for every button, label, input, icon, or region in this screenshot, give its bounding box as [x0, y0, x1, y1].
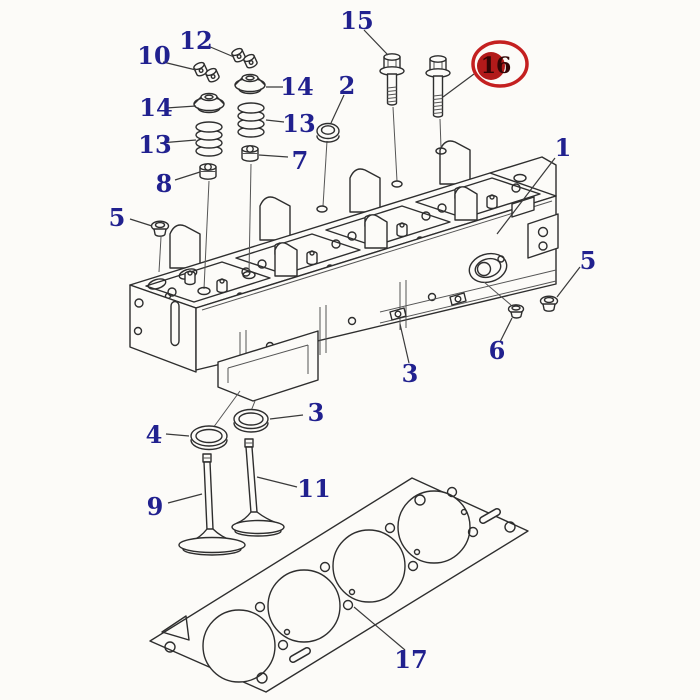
spring-retainer-right [234, 73, 266, 95]
gasket-cylinder-bores [202, 490, 471, 683]
valve-seat-ring-4 [190, 425, 228, 451]
callout-15: 15 [340, 6, 373, 35]
callout-4: 4 [146, 420, 163, 449]
callout-5-right: 5 [580, 246, 597, 275]
rocker-tower [439, 140, 471, 185]
valve-seat-ring-3 [233, 408, 269, 433]
callout-2: 2 [339, 71, 356, 100]
rocker-tower [349, 168, 381, 213]
washer-cup-2 [316, 122, 340, 143]
callout-9: 9 [147, 492, 164, 521]
callout-7: 7 [292, 146, 309, 175]
leader-lines [129, 29, 581, 651]
plug-6 [507, 304, 525, 319]
valve-spring-right [237, 102, 265, 138]
callout-10: 10 [137, 41, 170, 70]
rocker-tower [259, 196, 291, 241]
exhaust-valve-drawing [178, 453, 246, 556]
callout-13-right: 13 [282, 109, 315, 138]
rocker-tower [169, 224, 201, 269]
callout-6: 6 [489, 336, 506, 365]
rocker-tower [274, 242, 298, 277]
intake-valve-drawing [231, 438, 285, 537]
head-bolt-15 [379, 53, 405, 106]
callout-3-upper: 3 [402, 359, 419, 388]
plug-5-right [539, 295, 559, 312]
head-bracket [511, 196, 535, 218]
valve-spring-left [195, 121, 223, 157]
stem-seal-7 [241, 145, 259, 162]
callout-16: 16 [481, 53, 512, 79]
callout-13-left: 13 [138, 130, 171, 159]
plug-5-left [150, 220, 170, 237]
spring-retainer-left [193, 92, 225, 114]
valve-keeper-pair-10 [193, 61, 220, 83]
callout-14-left: 14 [139, 93, 172, 122]
callout-5-left: 5 [109, 203, 126, 232]
callout-8: 8 [156, 169, 173, 198]
highlight-ellipse [471, 40, 529, 88]
callout-3-lower: 3 [308, 398, 325, 427]
gasket-holes [161, 486, 516, 684]
head-gasket-drawing [149, 477, 529, 693]
head-front-face [195, 195, 557, 371]
stem-seal-8 [199, 163, 217, 180]
callout-11: 11 [297, 474, 330, 503]
rocker-tower [364, 214, 388, 249]
valve-keeper-pair-12 [231, 47, 258, 69]
head-lower-skirt [217, 330, 319, 402]
cylinder-head-drawing [129, 140, 559, 402]
callout-14-right: 14 [280, 72, 313, 101]
head-back-rail [489, 156, 557, 197]
highlight-circle-16: 16 [471, 40, 529, 88]
callout-labels: 10 12 14 13 8 5 14 13 7 2 15 1 5 6 3 3 4… [109, 6, 597, 674]
head-bolt-16 [425, 55, 451, 118]
highlight-disc [477, 52, 505, 80]
callout-1: 1 [555, 133, 572, 162]
callout-17: 17 [394, 645, 427, 674]
rocker-tower [454, 186, 478, 221]
assembly-center-lines [158, 106, 512, 429]
callout-12: 12 [179, 26, 212, 55]
